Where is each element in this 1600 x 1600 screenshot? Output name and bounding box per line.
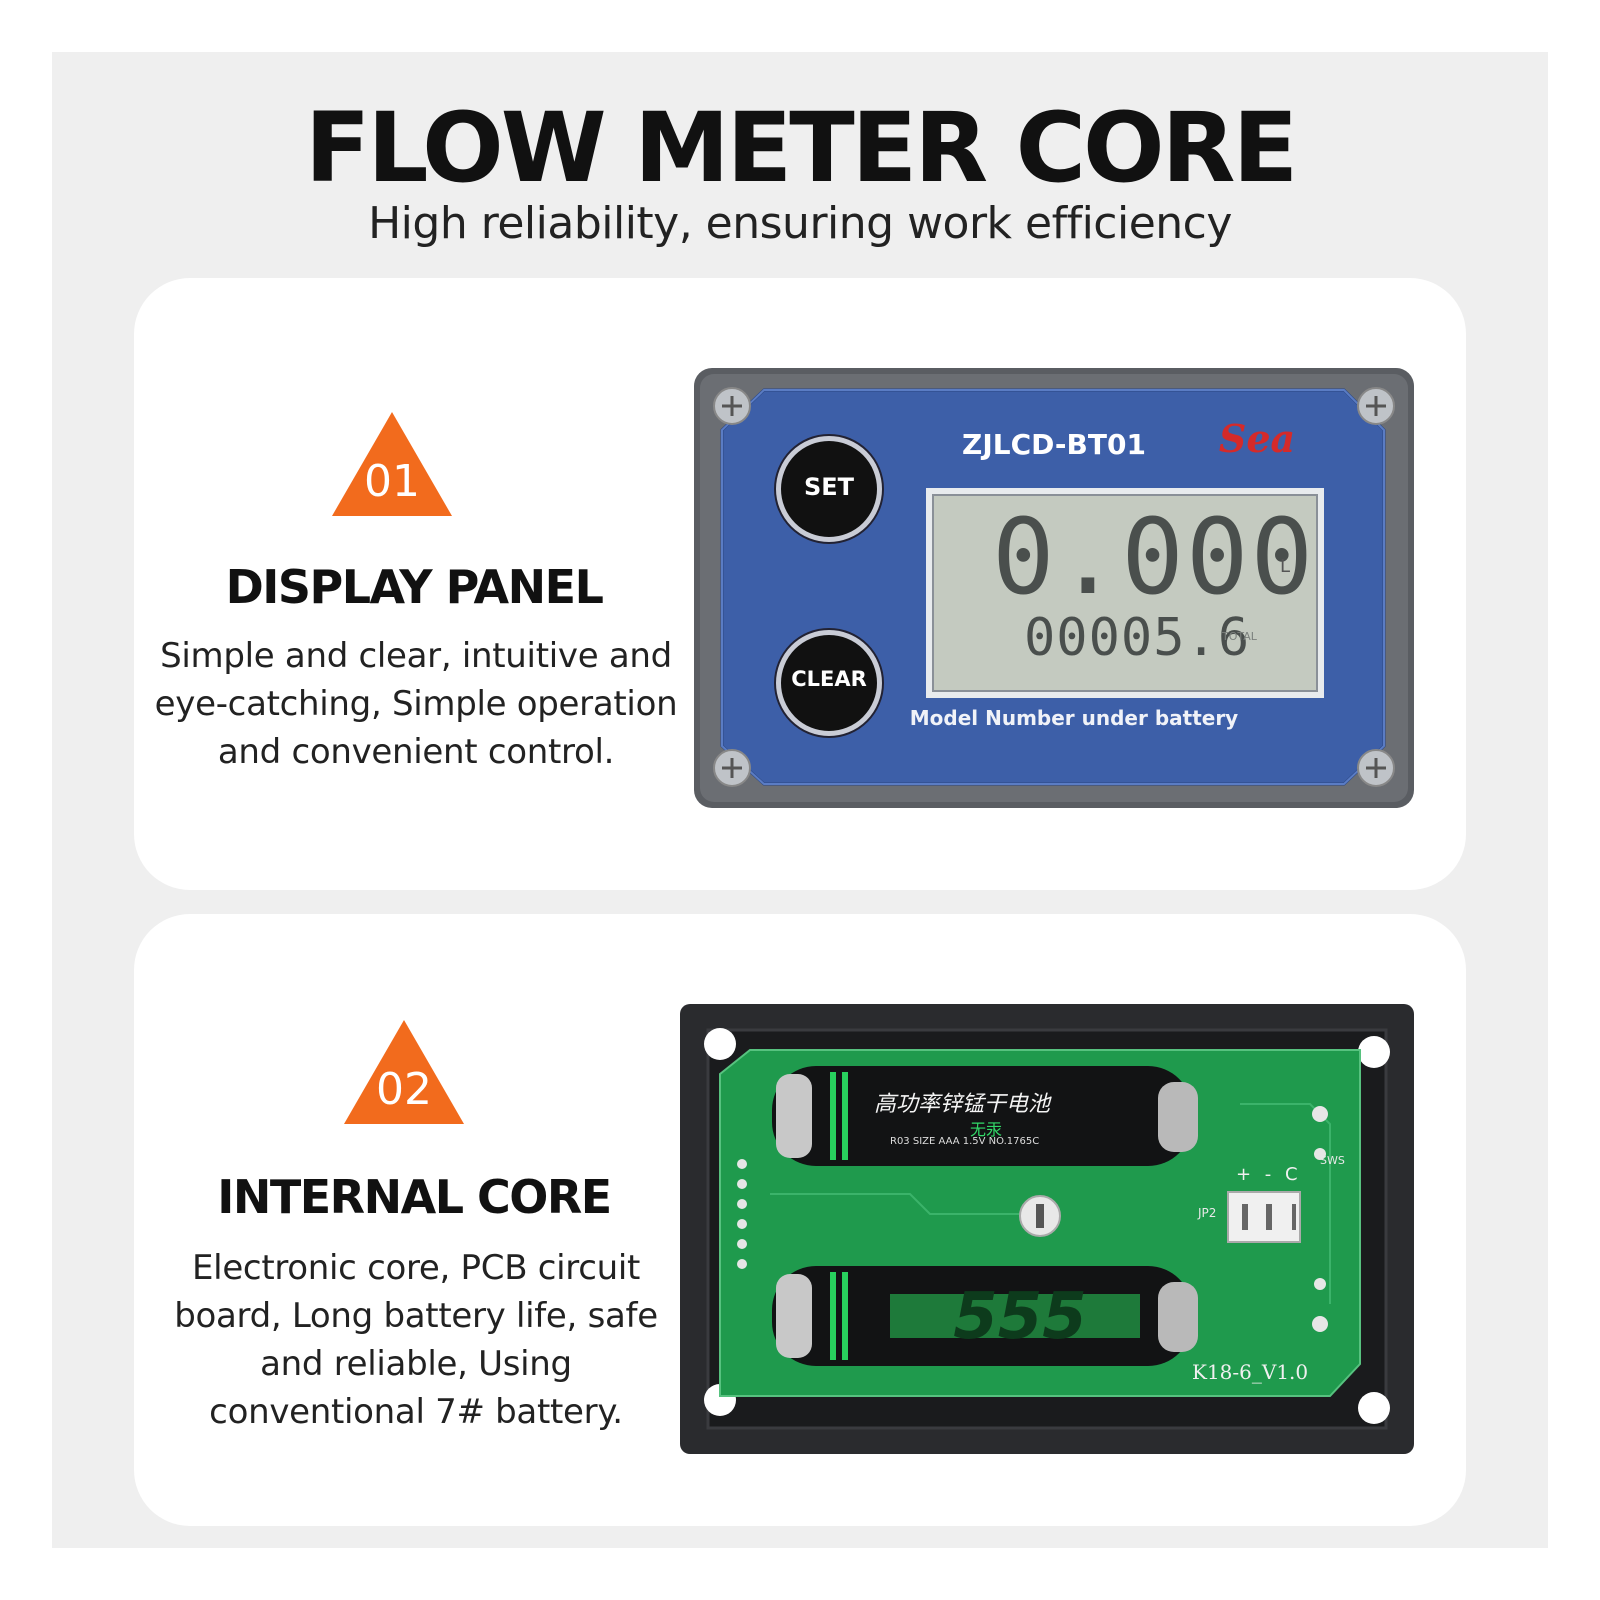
model-label: ZJLCD-BT01: [962, 428, 1146, 461]
battery-top-sublabel: 无汞: [970, 1120, 1003, 1139]
description-line: and convenient control.: [217, 732, 615, 772]
triangle-icon: [344, 1020, 464, 1124]
set-button-label: SET: [803, 473, 855, 501]
internal-core-card: 02 INTERNAL CORE Electronic core, PCB ci…: [134, 914, 1466, 1526]
description-line: and reliable, Using: [260, 1344, 572, 1384]
section-description: Simple and clear, intuitive and eye-catc…: [146, 632, 686, 776]
flow-unit: L: [1280, 556, 1291, 577]
step-badge-01: 01: [332, 412, 452, 516]
triangle-icon: [332, 412, 452, 516]
screw-icon: [713, 749, 751, 787]
battery-bottom: [772, 1266, 1198, 1366]
screw-icon: [1357, 387, 1395, 425]
total-reading: 00005.6: [1024, 608, 1251, 668]
battery-top-spec: R03 SIZE AAA 1.5V NO.1765C: [890, 1136, 1040, 1147]
page-title: FLOW METER CORE: [304, 92, 1298, 204]
pcb-housing: [680, 1004, 1414, 1454]
clear-button[interactable]: CLEAR: [776, 630, 882, 736]
set-button[interactable]: SET: [776, 436, 882, 542]
section-description: Electronic core, PCB circuit board, Long…: [146, 1244, 686, 1436]
connector-label: JP2: [1198, 1206, 1217, 1220]
page-subtitle: High reliability, ensuring work efficien…: [368, 198, 1232, 249]
section-heading: DISPLAY PANEL: [225, 560, 604, 614]
description-line: Electronic core, PCB circuit: [191, 1248, 641, 1288]
description-line: conventional 7# battery.: [209, 1392, 623, 1432]
internal-core-device: 高功率锌锰干电池 无汞 R03 SIZE AAA 1.5V NO.1765C 5…: [680, 1004, 1414, 1454]
flow-reading: 0.000: [992, 496, 1316, 618]
pin-labels: + - C: [1236, 1164, 1302, 1185]
section-heading: INTERNAL CORE: [217, 1170, 612, 1224]
step-badge-02: 02: [344, 1020, 464, 1124]
clear-button-label: CLEAR: [791, 667, 867, 691]
lcd-screen: 0.000 L 00005.6 TOTAL: [926, 488, 1324, 698]
board-code: K18-6_V1.0: [1192, 1360, 1309, 1384]
footer-note: Model Number under battery: [909, 706, 1239, 730]
description-line: Simple and clear, intuitive and: [160, 636, 672, 676]
screw-icon: [1357, 749, 1395, 787]
battery-top-label: 高功率锌锰干电池: [874, 1092, 1051, 1117]
step-number: 02: [376, 1064, 432, 1115]
screw-icon: [713, 387, 751, 425]
battery-bottom-brand: 555: [953, 1280, 1087, 1354]
step-number: 01: [364, 456, 420, 507]
brand-logo: Sea: [1218, 416, 1296, 461]
display-panel-card: 01 DISPLAY PANEL Simple and clear, intui…: [134, 278, 1466, 890]
total-label: TOTAL: [1222, 630, 1257, 643]
flow-meter-display-device: ZJLCD-BT01 Sea SET CLEAR 0.000 L 00005.6…: [694, 368, 1414, 808]
side-label: SWS: [1320, 1154, 1345, 1167]
battery-top: [772, 1066, 1198, 1166]
description-line: eye-catching, Simple operation: [154, 684, 678, 724]
description-line: board, Long battery life, safe: [174, 1296, 658, 1336]
